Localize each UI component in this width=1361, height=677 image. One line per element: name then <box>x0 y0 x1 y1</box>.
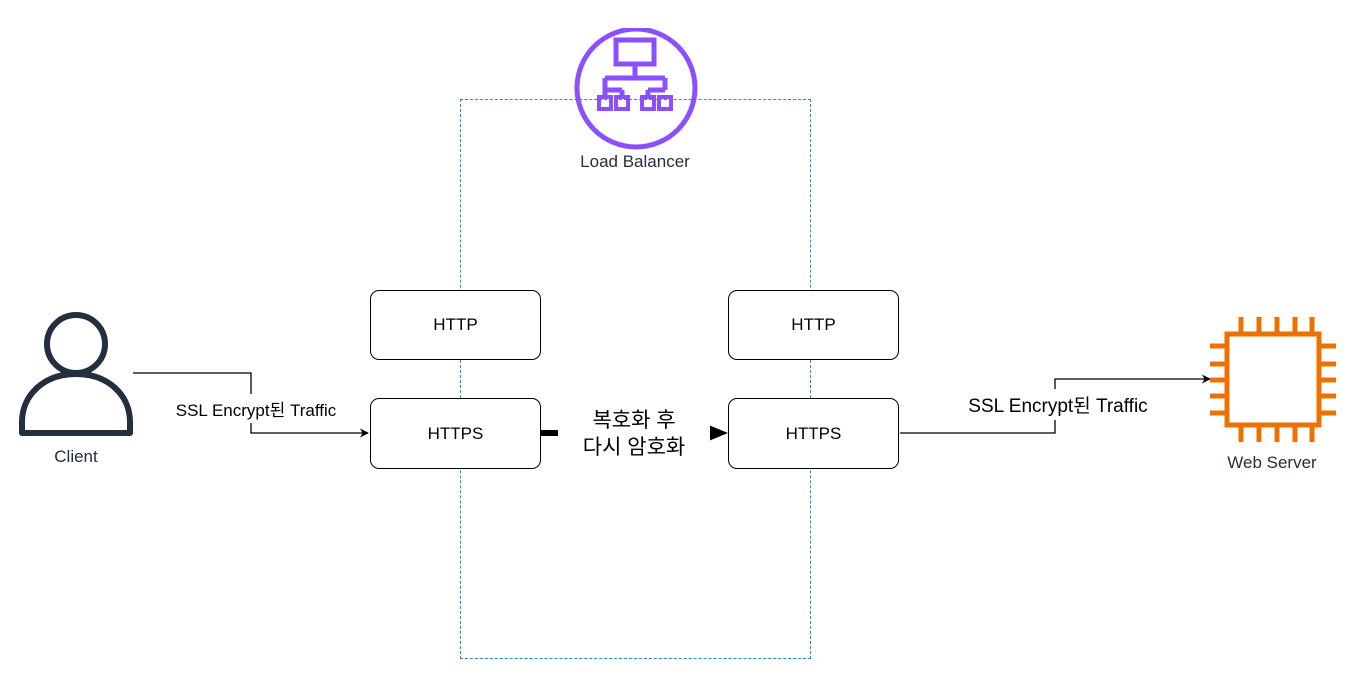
right-http-listener: HTTP <box>728 290 899 360</box>
load-balancer-boundary <box>460 99 811 659</box>
load-balancer-label: Load Balancer <box>580 152 690 171</box>
load-balancer-icon <box>574 28 698 150</box>
lb-internal-edge-label: 복호화 후 다시 암호화 <box>558 407 710 461</box>
right-https-listener: HTTPS <box>728 398 899 469</box>
lb-internal-label-line2: 다시 암호화 <box>582 436 686 459</box>
web-server-label: Web Server <box>1227 453 1317 472</box>
right-http-label: HTTP <box>791 315 836 334</box>
left-http-listener: HTTP <box>370 290 541 360</box>
lb-to-server-edge-label: SSL Encrypt된 Traffic <box>950 389 1166 420</box>
client-to-lb-edge-label: SSL Encrypt된 Traffic <box>158 394 354 423</box>
client-label: Client <box>54 447 98 466</box>
right-https-label: HTTPS <box>785 423 842 443</box>
left-https-listener: HTTPS <box>370 398 541 469</box>
user-icon <box>19 312 133 436</box>
lb-internal-label-line1: 복호화 후 <box>592 409 676 432</box>
left-https-label: HTTPS <box>427 423 484 443</box>
ec2-instance-icon <box>1210 317 1336 442</box>
left-http-label: HTTP <box>433 315 478 334</box>
